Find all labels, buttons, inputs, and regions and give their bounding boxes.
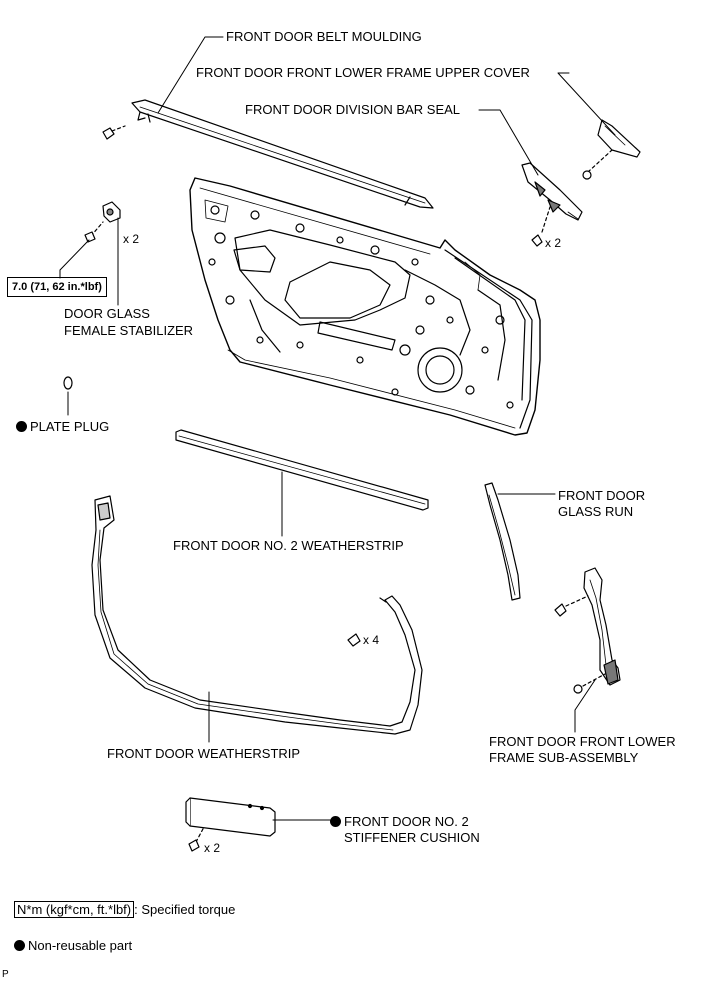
- weatherstrip-clip-qty: x 4: [363, 633, 380, 647]
- leader-lines: [59, 36, 616, 821]
- stiffener-cushion-part: [185, 797, 276, 852]
- door-panel: [189, 177, 541, 436]
- door-glass-stabilizer-label-line2: FEMALE STABILIZER: [64, 323, 194, 338]
- stiffener-label-line2: STIFFENER CUSHION: [344, 830, 480, 845]
- non-reusable-dot-icon: [16, 421, 27, 432]
- belt-moulding-part: [131, 99, 434, 209]
- non-reusable-dot-icon: [330, 816, 341, 827]
- belt-moulding-label: FRONT DOOR BELT MOULDING: [226, 29, 422, 44]
- lower-frame-label-line1: FRONT DOOR FRONT LOWER: [489, 734, 676, 749]
- division-clip-qty: x 2: [545, 236, 562, 250]
- torque-legend-text: : Specified torque: [134, 902, 236, 917]
- non-reusable-dot-icon: [14, 940, 25, 951]
- plate-plug-part: [63, 376, 73, 390]
- lower-frame-subassembly-part: [554, 567, 621, 694]
- plate-plug-label: PLATE PLUG: [16, 418, 109, 435]
- nonreusable-legend: Non-reusable part: [14, 937, 132, 954]
- stiffener-label-line1-text: FRONT DOOR NO. 2: [344, 814, 469, 829]
- torque-unit-box: N*m (kgf*cm, ft.*lbf): [14, 901, 135, 918]
- no2-weatherstrip-label: FRONT DOOR NO. 2 WEATHERSTRIP: [173, 538, 404, 553]
- no2-weatherstrip-part: [175, 429, 429, 511]
- torque-legend: N*m (kgf*cm, ft.*lbf): Specified torque: [14, 901, 235, 918]
- stabilizer-bolt-qty: x 2: [123, 232, 140, 246]
- glass-run-label-line1: FRONT DOOR: [558, 488, 646, 503]
- glass-run-part: [484, 482, 521, 601]
- lower-frame-upper-cover-part: [582, 119, 641, 180]
- door-glass-stabilizer-label-line1: DOOR GLASS: [64, 306, 150, 321]
- stiffener-label-line1: FRONT DOOR NO. 2: [330, 813, 469, 830]
- plate-plug-label-text: PLATE PLUG: [30, 419, 110, 434]
- division-bar-seal-part: [521, 162, 583, 247]
- glass-run-label-line2: GLASS RUN: [558, 504, 634, 519]
- clip-icon: [102, 125, 126, 140]
- division-bar-seal-label: FRONT DOOR DIVISION BAR SEAL: [245, 102, 461, 117]
- torque-value-box: 7.0 (71, 62 in.*lbf): [7, 277, 107, 297]
- footer-mark: P: [2, 969, 9, 980]
- stiffener-clip-qty: x 2: [204, 841, 221, 855]
- nonreusable-legend-text: Non-reusable part: [28, 938, 133, 953]
- weatherstrip-part: [91, 495, 423, 735]
- door-glass-stabilizer-part: [84, 201, 121, 243]
- weatherstrip-label: FRONT DOOR WEATHERSTRIP: [107, 746, 301, 761]
- lower-frame-upper-cover-label: FRONT DOOR FRONT LOWER FRAME UPPER COVER: [196, 65, 530, 80]
- lower-frame-label-line2: FRAME SUB-ASSEMBLY: [489, 750, 639, 765]
